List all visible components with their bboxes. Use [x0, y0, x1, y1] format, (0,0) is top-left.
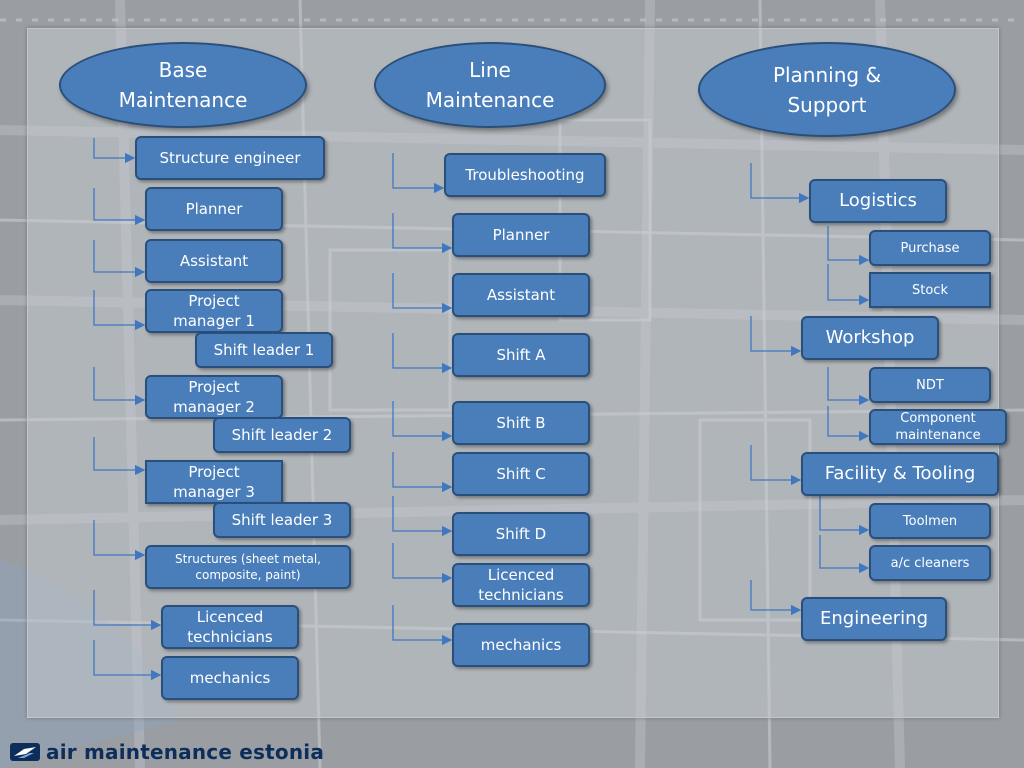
facility-tooling-box: Facility & Tooling — [801, 452, 999, 496]
shift-leader-1-box: Shift leader 1 — [195, 332, 333, 368]
base-planner-box: Planner — [145, 187, 283, 231]
shift-a-box: Shift A — [452, 333, 590, 377]
base-mechanics-box: mechanics — [161, 656, 299, 700]
engineering-box: Engineering — [801, 597, 947, 641]
line-mechanics-box: mechanics — [452, 623, 590, 667]
project-manager-1-box: Project manager 1 — [145, 289, 283, 333]
structures-box: Structures (sheet metal, composite, pain… — [145, 545, 351, 589]
ndt-box: NDT — [869, 367, 991, 403]
stock-box: Stock — [869, 272, 991, 308]
line-maintenance-header: Line Maintenance — [374, 42, 606, 128]
workshop-box: Workshop — [801, 316, 939, 360]
shift-leader-2-box: Shift leader 2 — [213, 417, 351, 453]
project-manager-2-box: Project manager 2 — [145, 375, 283, 419]
company-logo: air maintenance estonia — [10, 738, 324, 766]
line-licenced-technicians-box: Licenced technicians — [452, 563, 590, 607]
component-maintenance-box: Component maintenance — [869, 409, 1007, 445]
shift-d-box: Shift D — [452, 512, 590, 556]
wing-logo-icon — [10, 743, 40, 761]
structure-engineer-box: Structure engineer — [135, 136, 325, 180]
shift-b-box: Shift B — [452, 401, 590, 445]
ac-cleaners-box: a/c cleaners — [869, 545, 991, 581]
line-planner-box: Planner — [452, 213, 590, 257]
troubleshooting-box: Troubleshooting — [444, 153, 606, 197]
shift-c-box: Shift C — [452, 452, 590, 496]
logistics-box: Logistics — [809, 179, 947, 223]
brand-name: air maintenance estonia — [46, 740, 325, 764]
base-maintenance-header: Base Maintenance — [59, 42, 307, 128]
planning-support-header: Planning & Support — [698, 42, 956, 137]
shift-leader-3-box: Shift leader 3 — [213, 502, 351, 538]
project-manager-3-box: Project manager 3 — [145, 460, 283, 504]
purchase-box: Purchase — [869, 230, 991, 266]
line-assistant-box: Assistant — [452, 273, 590, 317]
toolmen-box: Toolmen — [869, 503, 991, 539]
base-assistant-box: Assistant — [145, 239, 283, 283]
base-licenced-technicians-box: Licenced technicians — [161, 605, 299, 649]
